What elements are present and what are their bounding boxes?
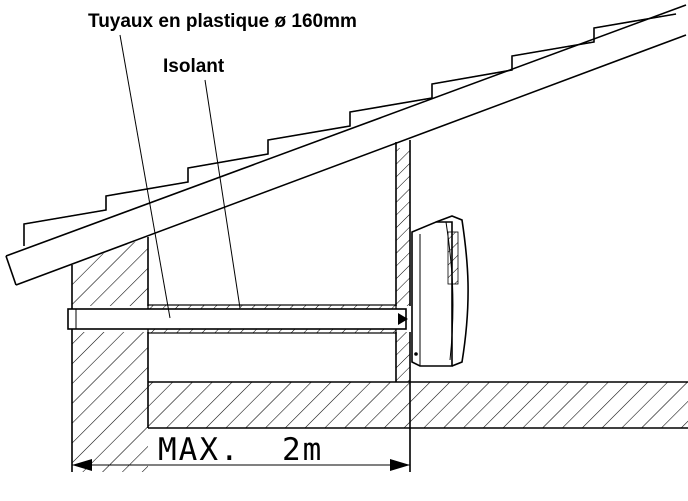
plastic-pipe [67,308,407,330]
roof-tiles [23,13,677,246]
outer-wall [71,237,149,472]
rafter-end [5,255,17,286]
dimension-line [72,459,410,471]
pipe-end-arrow [398,313,408,325]
rafter-upper [5,4,687,257]
heater-unit [411,215,469,367]
unit-grille [447,231,459,285]
pipe-leader-line [119,34,171,319]
inner-wall [395,140,411,472]
insulation-label: Isolant [163,56,225,77]
rafter-lower [15,34,687,286]
roof [5,4,687,286]
pipe-label: Tuyaux en plastique ø 160mm [88,11,357,32]
insulation-leader-line [204,79,241,309]
max-distance-label: MAX. 2m [158,432,323,468]
pipe-assembly [67,304,408,334]
floor-slab [147,381,688,429]
unit-indicator [414,352,418,356]
